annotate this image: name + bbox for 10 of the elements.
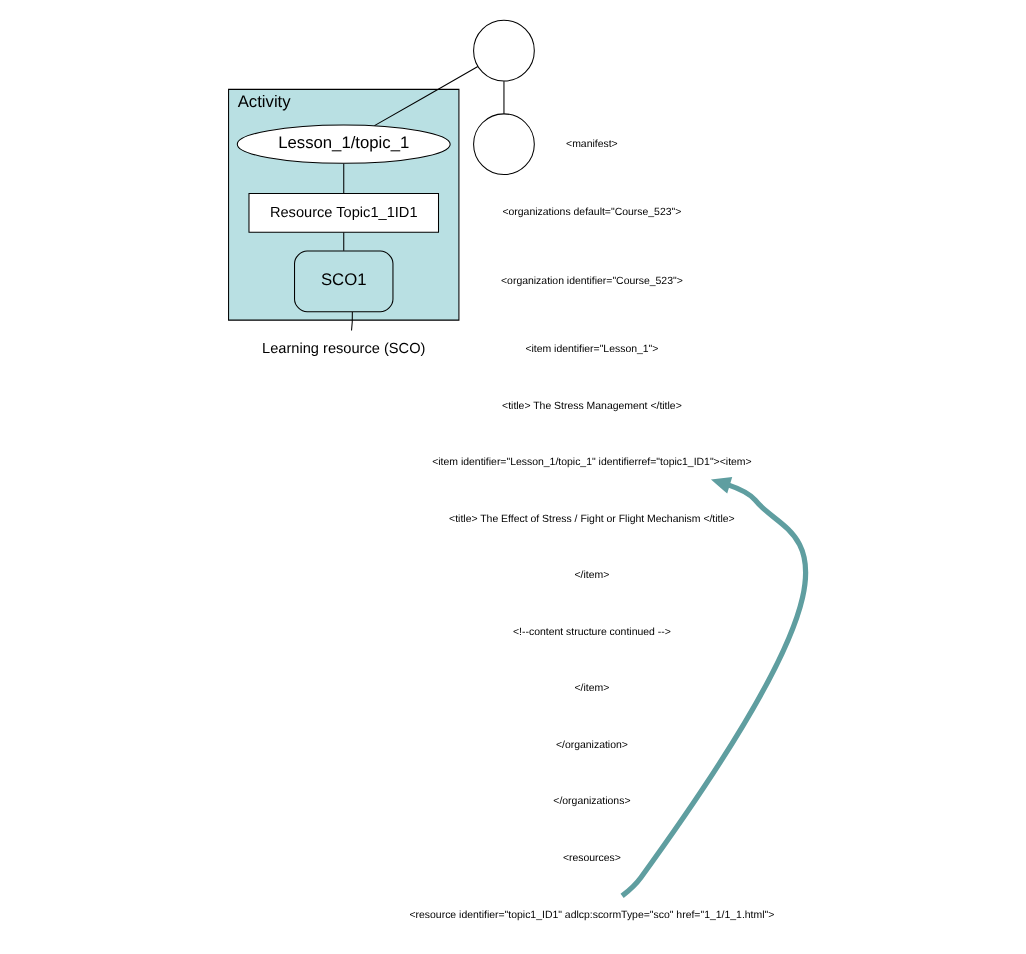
node-circle: [473, 19, 535, 82]
connector: [343, 231, 345, 252]
connector: [351, 311, 353, 331]
connector: [373, 66, 479, 127]
node-ellipse: Lesson_1/topic_1: [236, 124, 451, 164]
connector: [503, 80, 505, 115]
connector: [343, 163, 345, 194]
arrow: [620, 477, 809, 898]
node-circle: [473, 113, 535, 176]
node-box: SCO1: [294, 250, 394, 313]
